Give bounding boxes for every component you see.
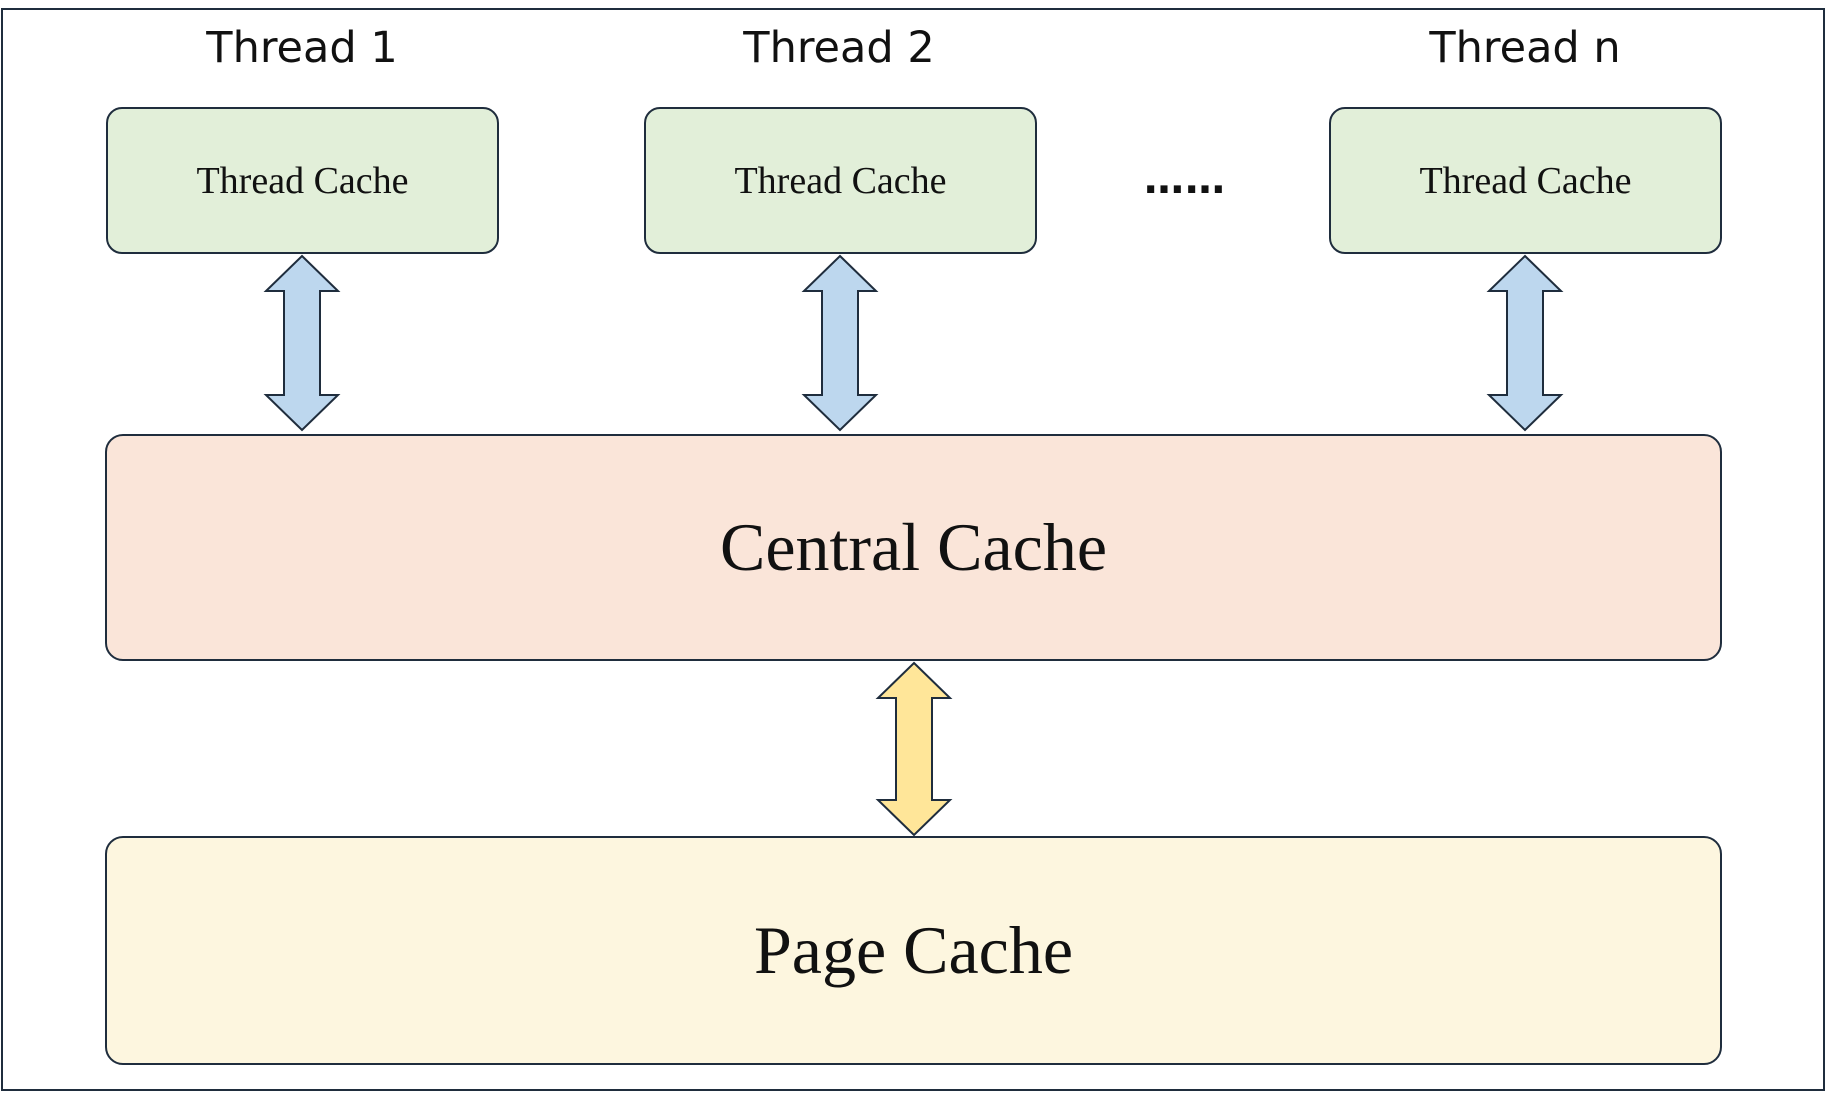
more-threads-ellipsis: ……: [1144, 157, 1226, 203]
thread-n-central-double-arrow: [1486, 254, 1564, 432]
page-cache-box: Page Cache: [105, 836, 1722, 1065]
thread-2-cache-box: Thread Cache: [644, 107, 1037, 254]
thread-2-central-double-arrow: [801, 254, 879, 432]
arrow-shape: [875, 661, 953, 837]
arrow-shape: [801, 254, 879, 432]
page-cache-label: Page Cache: [753, 912, 1074, 988]
diagram-frame: [1, 8, 1825, 1091]
thread-2-label: Thread 2: [743, 23, 935, 73]
central-cache-box: Central Cache: [105, 434, 1722, 661]
thread-2-cache-label: Thread Cache: [734, 159, 947, 202]
arrow-shape: [1486, 254, 1564, 432]
thread-1-central-double-arrow: [263, 254, 341, 432]
thread-n-cache-label: Thread Cache: [1419, 159, 1632, 202]
thread-1-cache-box: Thread Cache: [106, 107, 499, 254]
central-page-double-arrow: [875, 661, 953, 837]
thread-1-cache-label: Thread Cache: [196, 159, 409, 202]
central-cache-label: Central Cache: [719, 509, 1108, 585]
arrow-shape: [263, 254, 341, 432]
thread-n-label: Thread n: [1429, 23, 1621, 73]
thread-1-label: Thread 1: [206, 23, 398, 73]
thread-n-cache-box: Thread Cache: [1329, 107, 1722, 254]
